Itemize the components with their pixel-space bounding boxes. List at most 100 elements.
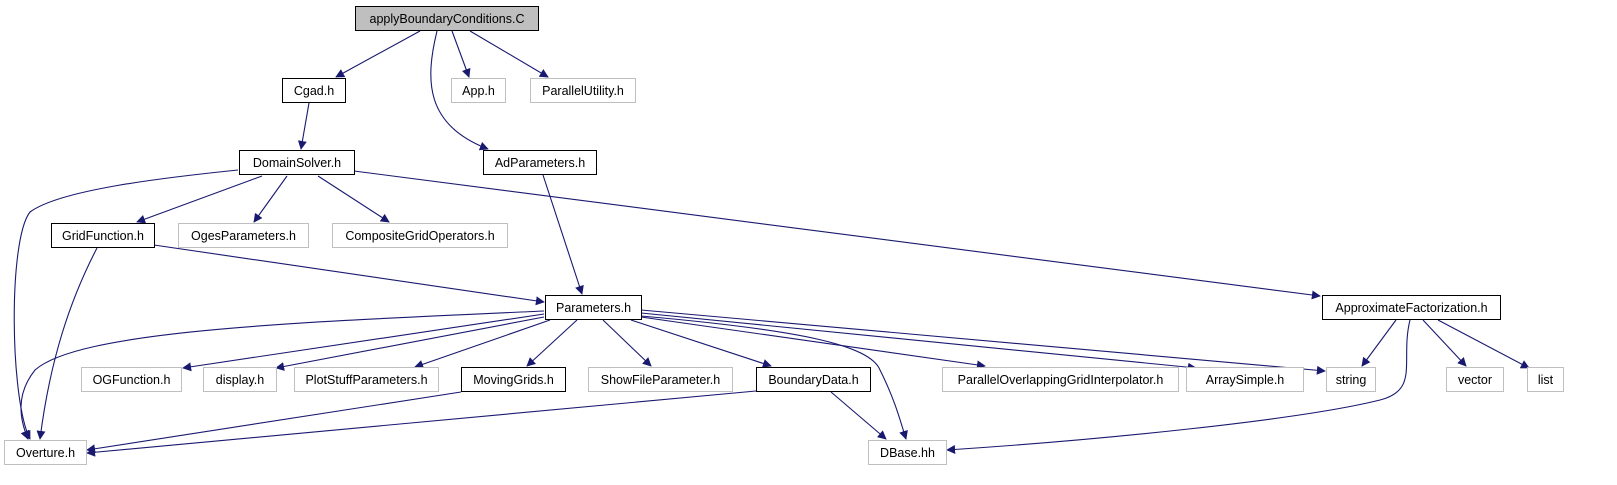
node-box — [51, 223, 155, 248]
node-label: string — [1336, 373, 1367, 387]
edge-arrow — [136, 175, 263, 224]
edge-approxfact-to-string — [1361, 319, 1397, 367]
edge-arrow — [297, 102, 310, 150]
node-display: display.h — [203, 367, 277, 392]
node-box — [239, 150, 355, 175]
edge-boundarydata-to-overture — [86, 390, 757, 457]
node-parallelutil: ParallelUtility.h — [530, 78, 636, 103]
node-label: GridFunction.h — [62, 229, 144, 243]
node-string: string — [1326, 367, 1376, 392]
node-boundarydata[interactable]: BoundaryData.h — [756, 367, 871, 392]
edge-arrow — [469, 30, 549, 78]
node-ogfunction: OGFunction.h — [81, 367, 182, 392]
node-box — [483, 150, 597, 175]
node-parameters[interactable]: Parameters.h — [545, 295, 642, 320]
node-label: OgesParameters.h — [191, 229, 296, 243]
edge-arrow — [414, 319, 551, 369]
edge-root-to-parallelutil — [469, 30, 549, 78]
edge-root-to-cgad — [335, 30, 421, 78]
node-box — [355, 6, 539, 31]
edge-domainsolver-to-compositeops — [317, 175, 390, 223]
node-label: Cgad.h — [294, 84, 334, 98]
node-box — [1527, 367, 1564, 392]
edge-parameters-to-showfile — [602, 319, 652, 367]
edge-cgad-to-domainsolver — [297, 102, 310, 150]
node-label: MovingGrids.h — [473, 373, 554, 387]
node-label: PlotStuffParameters.h — [305, 373, 427, 387]
edge-arrow — [353, 170, 1321, 300]
edge-arrow — [335, 30, 421, 78]
node-box — [203, 367, 277, 392]
edge-arrow — [430, 30, 489, 151]
edge-arrow — [182, 313, 545, 372]
node-box — [282, 78, 346, 103]
edges-layer — [13, 30, 1530, 457]
node-overture: Overture.h — [4, 440, 87, 465]
node-label: Parameters.h — [556, 301, 631, 315]
edge-domainsolver-to-approxfact — [353, 170, 1321, 300]
edge-arrow — [640, 312, 1197, 372]
node-ogesparams: OgesParameters.h — [178, 223, 309, 248]
node-box — [178, 223, 309, 248]
node-box — [545, 295, 642, 320]
edge-parameters-to-plotstuff — [414, 319, 551, 369]
node-list: list — [1527, 367, 1564, 392]
edge-arrow — [542, 174, 584, 295]
edge-arrow — [640, 309, 1326, 375]
edge-arrow — [640, 316, 986, 370]
node-approxfact[interactable]: ApproximateFactorization.h — [1322, 295, 1501, 320]
edge-arrow — [830, 391, 887, 440]
edge-arrow — [275, 316, 545, 371]
node-label: AdParameters.h — [495, 156, 585, 170]
node-movinggrids[interactable]: MovingGrids.h — [461, 367, 566, 392]
node-gridfunction[interactable]: GridFunction.h — [51, 223, 155, 248]
node-plotstuff: PlotStuffParameters.h — [294, 367, 439, 392]
node-box — [1326, 367, 1376, 392]
edge-adparams-to-parameters — [542, 174, 584, 295]
node-label: BoundaryData.h — [768, 373, 858, 387]
edge-arrow — [640, 315, 908, 440]
edge-root-to-adparams — [430, 30, 489, 151]
node-dbase: DBase.hh — [868, 440, 947, 465]
node-domainsolver[interactable]: DomainSolver.h — [239, 150, 355, 175]
node-root[interactable]: applyBoundaryConditions.C — [355, 6, 539, 31]
edge-arrow — [20, 310, 545, 440]
edge-arrow — [153, 244, 545, 306]
edge-arrow — [36, 247, 98, 440]
edge-arrow — [253, 175, 288, 223]
node-box — [1446, 367, 1504, 392]
node-box — [530, 78, 636, 103]
edge-boundarydata-to-dbase — [830, 391, 887, 440]
edge-arrow — [1437, 319, 1530, 369]
edge-gridfunction-to-overture — [36, 247, 98, 440]
node-app: App.h — [451, 78, 506, 103]
edge-arrow — [451, 30, 471, 78]
edge-arrow — [526, 319, 578, 367]
edge-parameters-to-display — [275, 316, 545, 371]
node-label: display.h — [216, 373, 264, 387]
node-label: CompositeGridOperators.h — [345, 229, 494, 243]
edge-domainsolver-to-ogesparams — [253, 175, 288, 223]
node-label: OGFunction.h — [93, 373, 171, 387]
node-label: vector — [1458, 373, 1492, 387]
node-box — [332, 223, 508, 248]
node-box — [294, 367, 439, 392]
edge-parameters-to-string — [640, 309, 1326, 375]
edge-parameters-to-overture — [20, 310, 545, 440]
node-cgad[interactable]: Cgad.h — [282, 78, 346, 103]
edge-approxfact-to-vector — [1422, 319, 1467, 367]
node-adparams[interactable]: AdParameters.h — [483, 150, 597, 175]
edge-parameters-to-parallelinterp — [640, 316, 986, 370]
node-label: App.h — [462, 84, 495, 98]
edge-arrow — [1361, 319, 1397, 367]
edge-domainsolver-to-overture — [13, 169, 239, 440]
edge-parameters-to-dbase — [640, 315, 908, 440]
node-box — [1322, 295, 1501, 320]
edge-arrow — [1422, 319, 1467, 367]
edge-arrow — [86, 390, 757, 457]
edge-arrow — [13, 169, 239, 440]
node-box — [81, 367, 182, 392]
node-label: ParallelOverlappingGridInterpolator.h — [958, 373, 1164, 387]
node-label: ParallelUtility.h — [542, 84, 624, 98]
node-compositeops: CompositeGridOperators.h — [332, 223, 508, 248]
